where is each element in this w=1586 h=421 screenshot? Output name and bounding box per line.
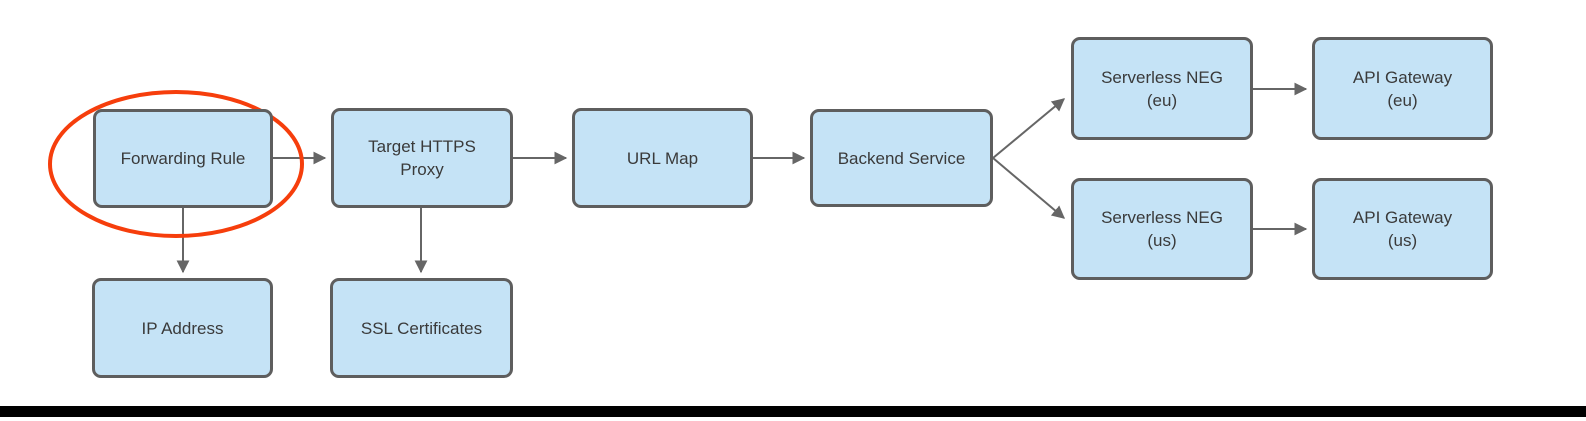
node-ip-address: IP Address — [92, 278, 273, 378]
node-ssl-certificates: SSL Certificates — [330, 278, 513, 378]
node-label: SSL Certificates — [360, 318, 483, 338]
node-api-gateway-eu: API Gateway (eu) — [1312, 37, 1493, 140]
edge-backend-service-to-serverless-neg-eu — [992, 98, 1065, 159]
node-api-gateway-us: API Gateway (us) — [1312, 178, 1493, 280]
bottom-rule — [0, 406, 1586, 417]
node-url-map: URL Map — [572, 108, 753, 208]
node-label: API Gateway — [1352, 67, 1453, 87]
node-label: IP Address — [141, 318, 224, 338]
node-label: Serverless NEG — [1101, 208, 1223, 227]
node-label: URL Map — [626, 148, 699, 168]
node-label: Backend Service — [837, 148, 966, 168]
node-label: (us) — [1147, 231, 1177, 250]
node-label: API Gateway — [1352, 208, 1453, 227]
node-label: Forwarding Rule — [120, 149, 246, 168]
node-label: Target HTTPS — [368, 137, 476, 156]
edge-backend-service-to-serverless-neg-us — [992, 157, 1065, 219]
node-forwarding-rule: Forwarding Rule — [93, 109, 273, 208]
node-backend-service: Backend Service — [810, 109, 993, 207]
node-label: (eu) — [1387, 90, 1418, 110]
node-label: (eu) — [1146, 90, 1178, 110]
node-serverless-neg-us: Serverless NEG (us) — [1071, 178, 1253, 280]
node-serverless-neg-eu: Serverless NEG (eu) — [1071, 37, 1253, 140]
node-label: Serverless NEG — [1101, 67, 1223, 87]
node-label: (us) — [1387, 231, 1418, 250]
node-label: Proxy — [400, 160, 444, 179]
node-target-https-proxy: Target HTTPS Proxy — [331, 108, 513, 208]
